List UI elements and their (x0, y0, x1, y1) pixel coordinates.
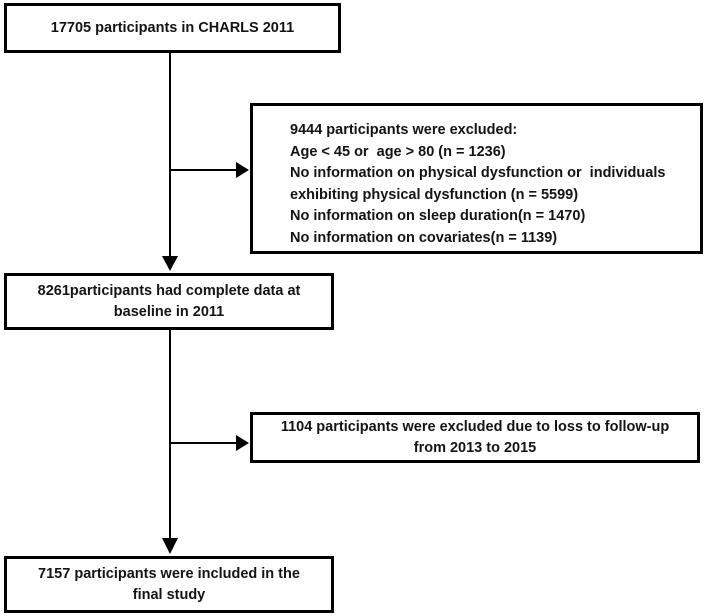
exclusion-followup-line2: from 2013 to 2015 (413, 439, 537, 456)
box-total-participants: 17705 participants in CHARLS 2011 (4, 3, 341, 53)
box-complete-data-baseline: 8261participants had complete data at ba… (4, 273, 334, 330)
exclusion-reason-sleep-duration: No information on sleep duration(n = 147… (290, 208, 586, 224)
box-final-study-line1: 7157 participants were included in the (38, 565, 300, 582)
box-complete-data-line2: baseline in 2011 (113, 303, 225, 320)
box-exclusion-followup: 1104 participants were excluded due to l… (250, 412, 700, 463)
arrow-branch-to-exclusion-2 (170, 435, 249, 451)
arrow-top-to-mid (162, 53, 178, 271)
exclusion-baseline-heading: 9444 participants were excluded: (290, 122, 518, 138)
exclusion-reason-age: Age < 45 or age > 80 (n = 1236) (290, 143, 506, 160)
exclusion-followup-line1: 1104 participants were excluded due to l… (280, 418, 670, 435)
exclusion-reason-covariates: No information on covariates(n = 1139) (290, 229, 558, 246)
box-complete-data-line1: 8261participants had complete data at (37, 282, 301, 299)
box-total-participants-text: 17705 participants in CHARLS 2011 (50, 19, 295, 36)
box-exclusion-baseline: 9444 participants were excluded: Age < 4… (250, 103, 703, 254)
arrow-branch-to-exclusion-1 (170, 162, 249, 178)
box-final-study: 7157 participants were included in the f… (4, 556, 334, 613)
exclusion-reason-physical-dysfunction-line2: exhibiting physical dysfunction (n = 559… (290, 186, 579, 203)
arrow-mid-to-bottom (162, 330, 178, 554)
box-final-study-line2: final study (132, 586, 206, 603)
exclusion-reason-physical-dysfunction-line1: No information on physical dysfunction o… (290, 165, 666, 181)
